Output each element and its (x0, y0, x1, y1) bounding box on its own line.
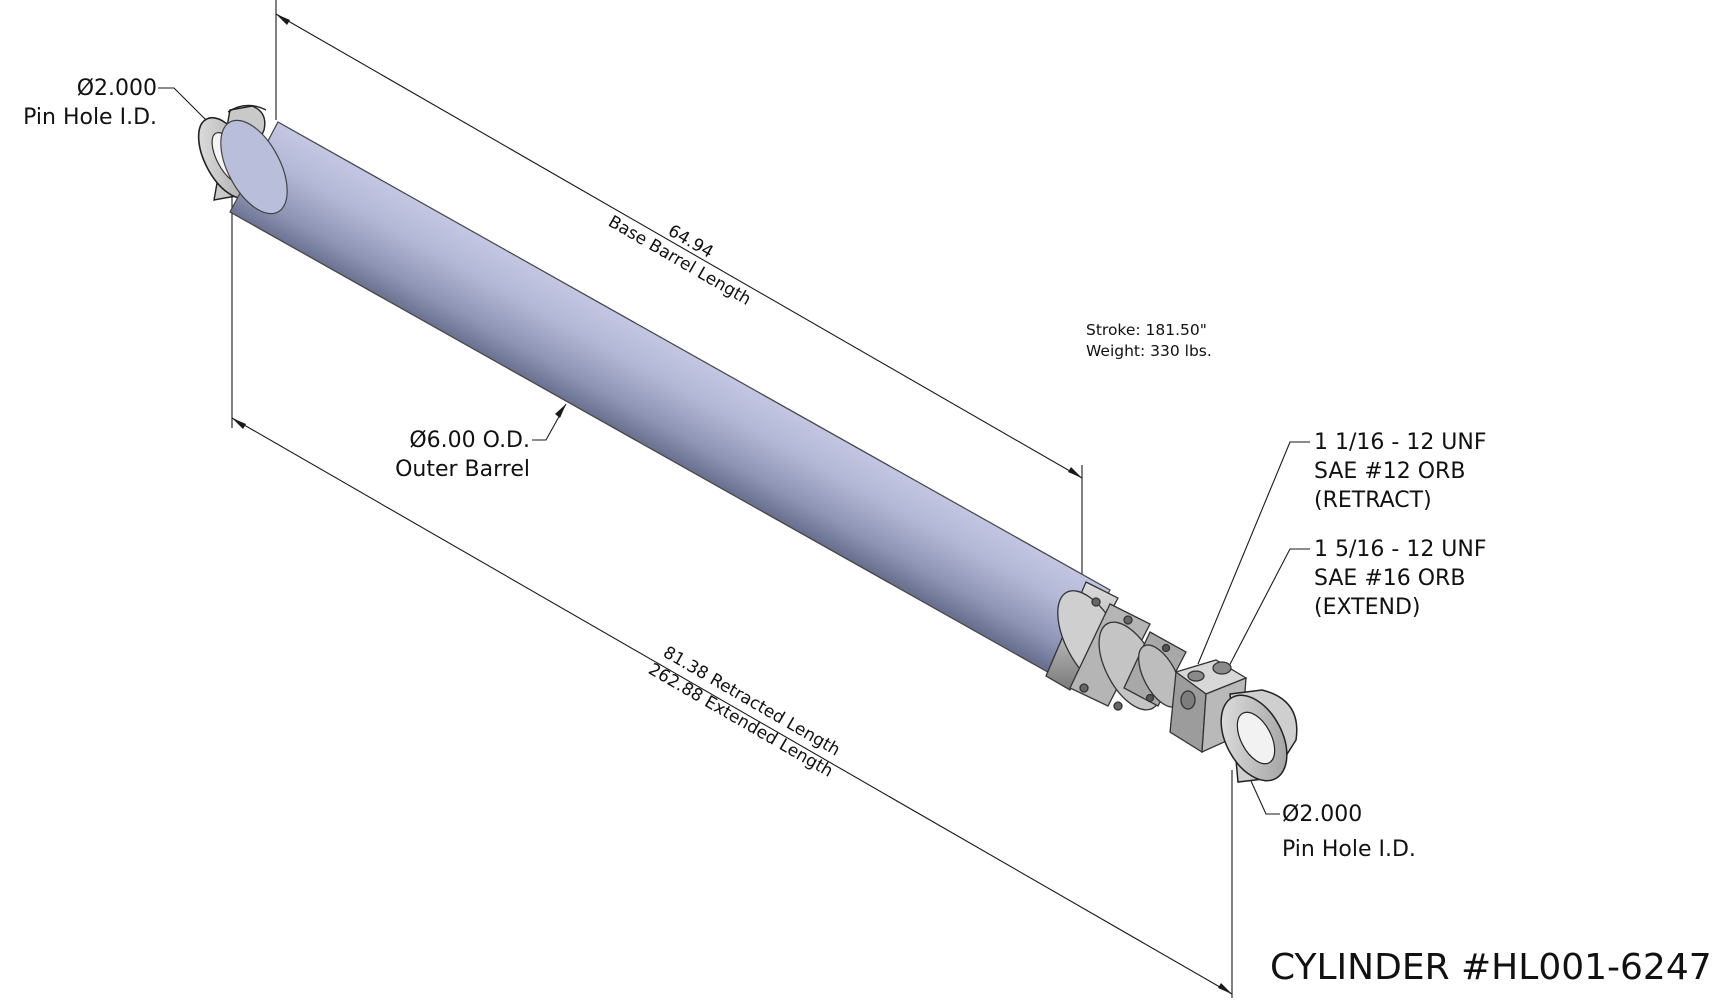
weight-spec: Weight: 330 lbs. (1086, 342, 1212, 360)
retract-port-thread: 1 1/16 - 12 UNF (1314, 430, 1487, 455)
retracted-length-label: 81.38 Retracted Length (659, 643, 843, 761)
overall-length-dimension-text: 81.38 Retracted Length 262.88 Extended L… (645, 643, 844, 782)
gland-assembly (1045, 581, 1187, 711)
left-pin-diameter: Ø2.000 (76, 76, 157, 101)
retract-port-callout: 1 1/16 - 12 UNF SAE #12 ORB (RETRACT) (1314, 428, 1487, 515)
base-barrel-dimension-text: 64.94 Base Barrel Length (605, 212, 755, 310)
left-pin-callout: Ø2.000 Pin Hole I.D. (12, 74, 157, 132)
extend-port-callout: 1 5/16 - 12 UNF SAE #16 ORB (EXTEND) (1314, 535, 1487, 622)
extend-port-function: (EXTEND) (1314, 595, 1421, 620)
right-pin-label: Pin Hole I.D. (1282, 837, 1416, 862)
outer-barrel-label: Outer Barrel (395, 457, 530, 482)
outer-barrel (220, 119, 1111, 681)
stroke-spec: Stroke: 181.50" (1086, 321, 1207, 339)
outer-barrel-callout: Ø6.00 O.D. Outer Barrel (380, 426, 530, 484)
extended-length-label: 262.88 Extended Length (645, 660, 837, 782)
right-clevis-eye (1220, 689, 1298, 783)
specs-block: Stroke: 181.50" Weight: 330 lbs. (1086, 320, 1212, 362)
right-pin-callout: Ø2.000 Pin Hole I.D. (1282, 800, 1416, 864)
outer-barrel-diameter: Ø6.00 O.D. (409, 428, 530, 453)
dimension-arrowheads (232, 14, 1232, 994)
extend-port-thread: 1 5/16 - 12 UNF (1314, 537, 1487, 562)
retract-port-sae: SAE #12 ORB (1314, 459, 1466, 484)
extend-port-sae: SAE #16 ORB (1314, 566, 1466, 591)
drawing-title: CYLINDER #HL001-6247 (1270, 947, 1712, 988)
left-pin-label: Pin Hole I.D. (23, 105, 157, 130)
retract-port-function: (RETRACT) (1314, 488, 1432, 513)
right-pin-diameter: Ø2.000 (1282, 802, 1363, 827)
dimension-lines (158, 0, 1310, 998)
